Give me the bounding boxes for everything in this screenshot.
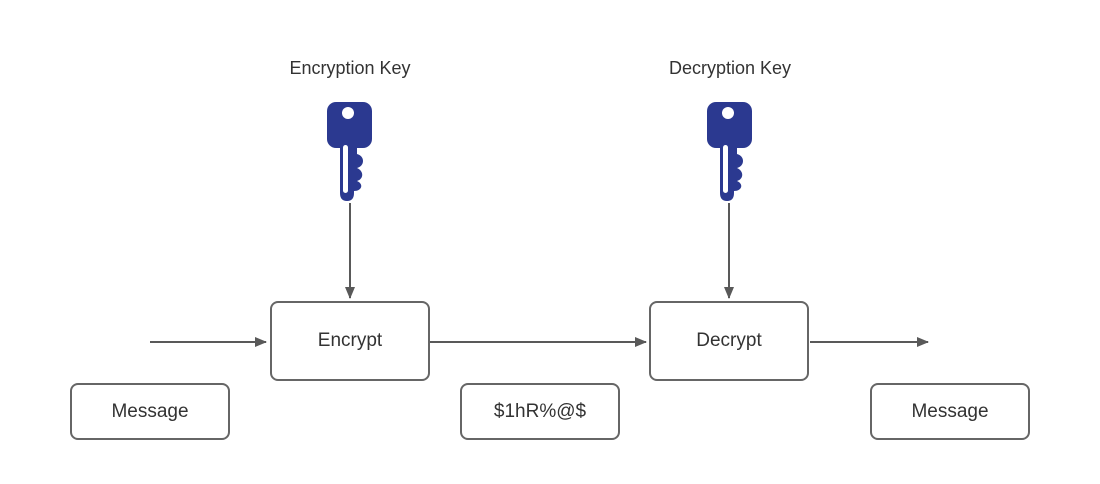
- message-output-label: Message: [911, 400, 989, 422]
- decrypt-box: Decrypt: [649, 301, 809, 381]
- message-output-box: Message: [870, 383, 1030, 440]
- ciphertext-label: $1hR%@$: [493, 400, 587, 422]
- encryption-key-label: Encryption Key: [289, 58, 411, 78]
- decryption-key-label: Decryption Key: [668, 58, 792, 78]
- message-input-box: Message: [70, 383, 230, 440]
- key-icon: [707, 102, 752, 201]
- decrypt-box-label: Decrypt: [696, 330, 762, 351]
- message-input-label: Message: [111, 400, 189, 422]
- key-icon: [327, 102, 372, 201]
- ciphertext-box: $1hR%@$: [460, 383, 620, 440]
- encrypt-box-label: Encrypt: [317, 330, 383, 351]
- encrypt-box: Encrypt: [270, 301, 430, 381]
